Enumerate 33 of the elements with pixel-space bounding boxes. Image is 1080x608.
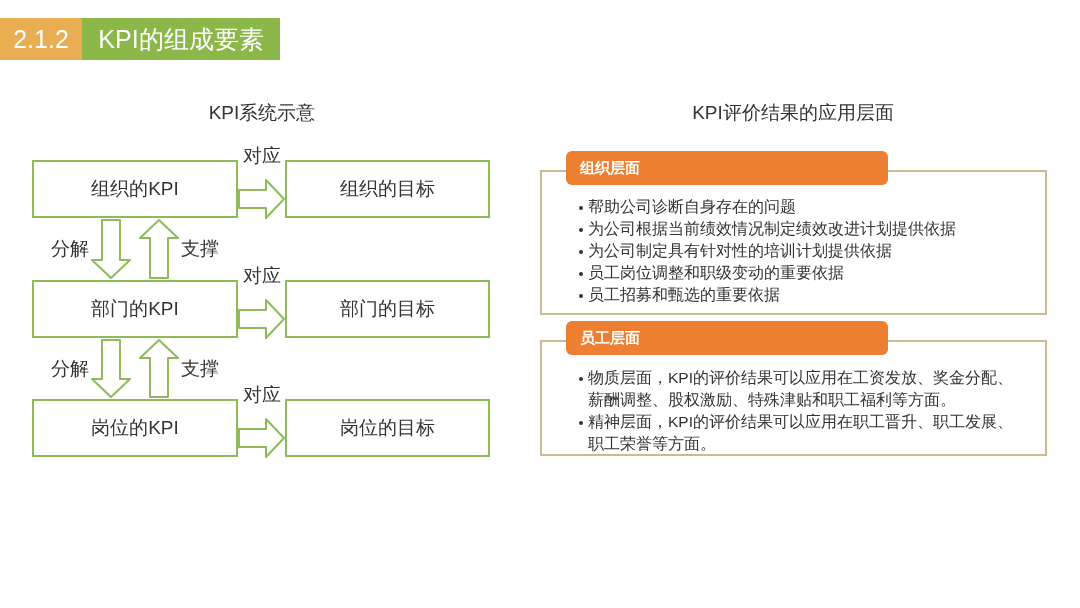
bullet-item: 员工岗位调整和职级变动的重要依据 — [578, 262, 1025, 284]
bullet-item: 员工招募和甄选的重要依据 — [578, 284, 1025, 306]
panel-header: 员工层面 — [566, 321, 888, 355]
block-arrow — [139, 219, 179, 279]
kpi-box: 岗位的KPI — [32, 399, 238, 457]
block-arrow — [238, 299, 285, 339]
block-arrow — [238, 179, 285, 219]
bullet-item: 精神层面，KPI的评价结果可以应用在职工晋升、职工发展、职工荣誉等方面。 — [578, 411, 1025, 455]
goal-box: 岗位的目标 — [285, 399, 490, 457]
title-banner: KPI的组成要素 — [82, 18, 280, 60]
edge-label: 分解 — [51, 357, 89, 380]
edge-label: 分解 — [51, 238, 89, 260]
bullet-item: 物质层面，KPI的评价结果可以应用在工资发放、奖金分配、薪酬调整、股权激励、特殊津贴和职工福利等方面。 — [578, 367, 1025, 411]
section-heading: KPI评价结果的应用层面 — [692, 101, 894, 125]
edge-label: 对应 — [242, 265, 281, 288]
section-number: 2.1.2 — [0, 18, 82, 60]
block-arrow — [91, 339, 131, 398]
goal-box: 组织的目标 — [285, 160, 490, 218]
block-arrow — [139, 339, 179, 398]
section-heading: KPI系统示意 — [208, 101, 316, 125]
edge-label: 对应 — [242, 145, 281, 168]
block-arrow — [238, 418, 285, 458]
panel-header: 组织层面 — [566, 151, 888, 185]
block-arrow — [91, 219, 131, 279]
edge-label: 支撑 — [181, 357, 219, 380]
edge-label: 对应 — [242, 384, 281, 407]
goal-box: 部门的目标 — [285, 280, 490, 338]
kpi-box: 部门的KPI — [32, 280, 238, 338]
bullet-item: 为公司制定具有针对性的培训计划提供依据 — [578, 240, 1025, 262]
kpi-box: 组织的KPI — [32, 160, 238, 218]
bullet-item: 为公司根据当前绩效情况制定绩效改进计划提供依据 — [578, 218, 1025, 240]
bullet-item: 帮助公司诊断自身存在的问题 — [578, 196, 1025, 218]
edge-label: 支撑 — [181, 238, 219, 260]
